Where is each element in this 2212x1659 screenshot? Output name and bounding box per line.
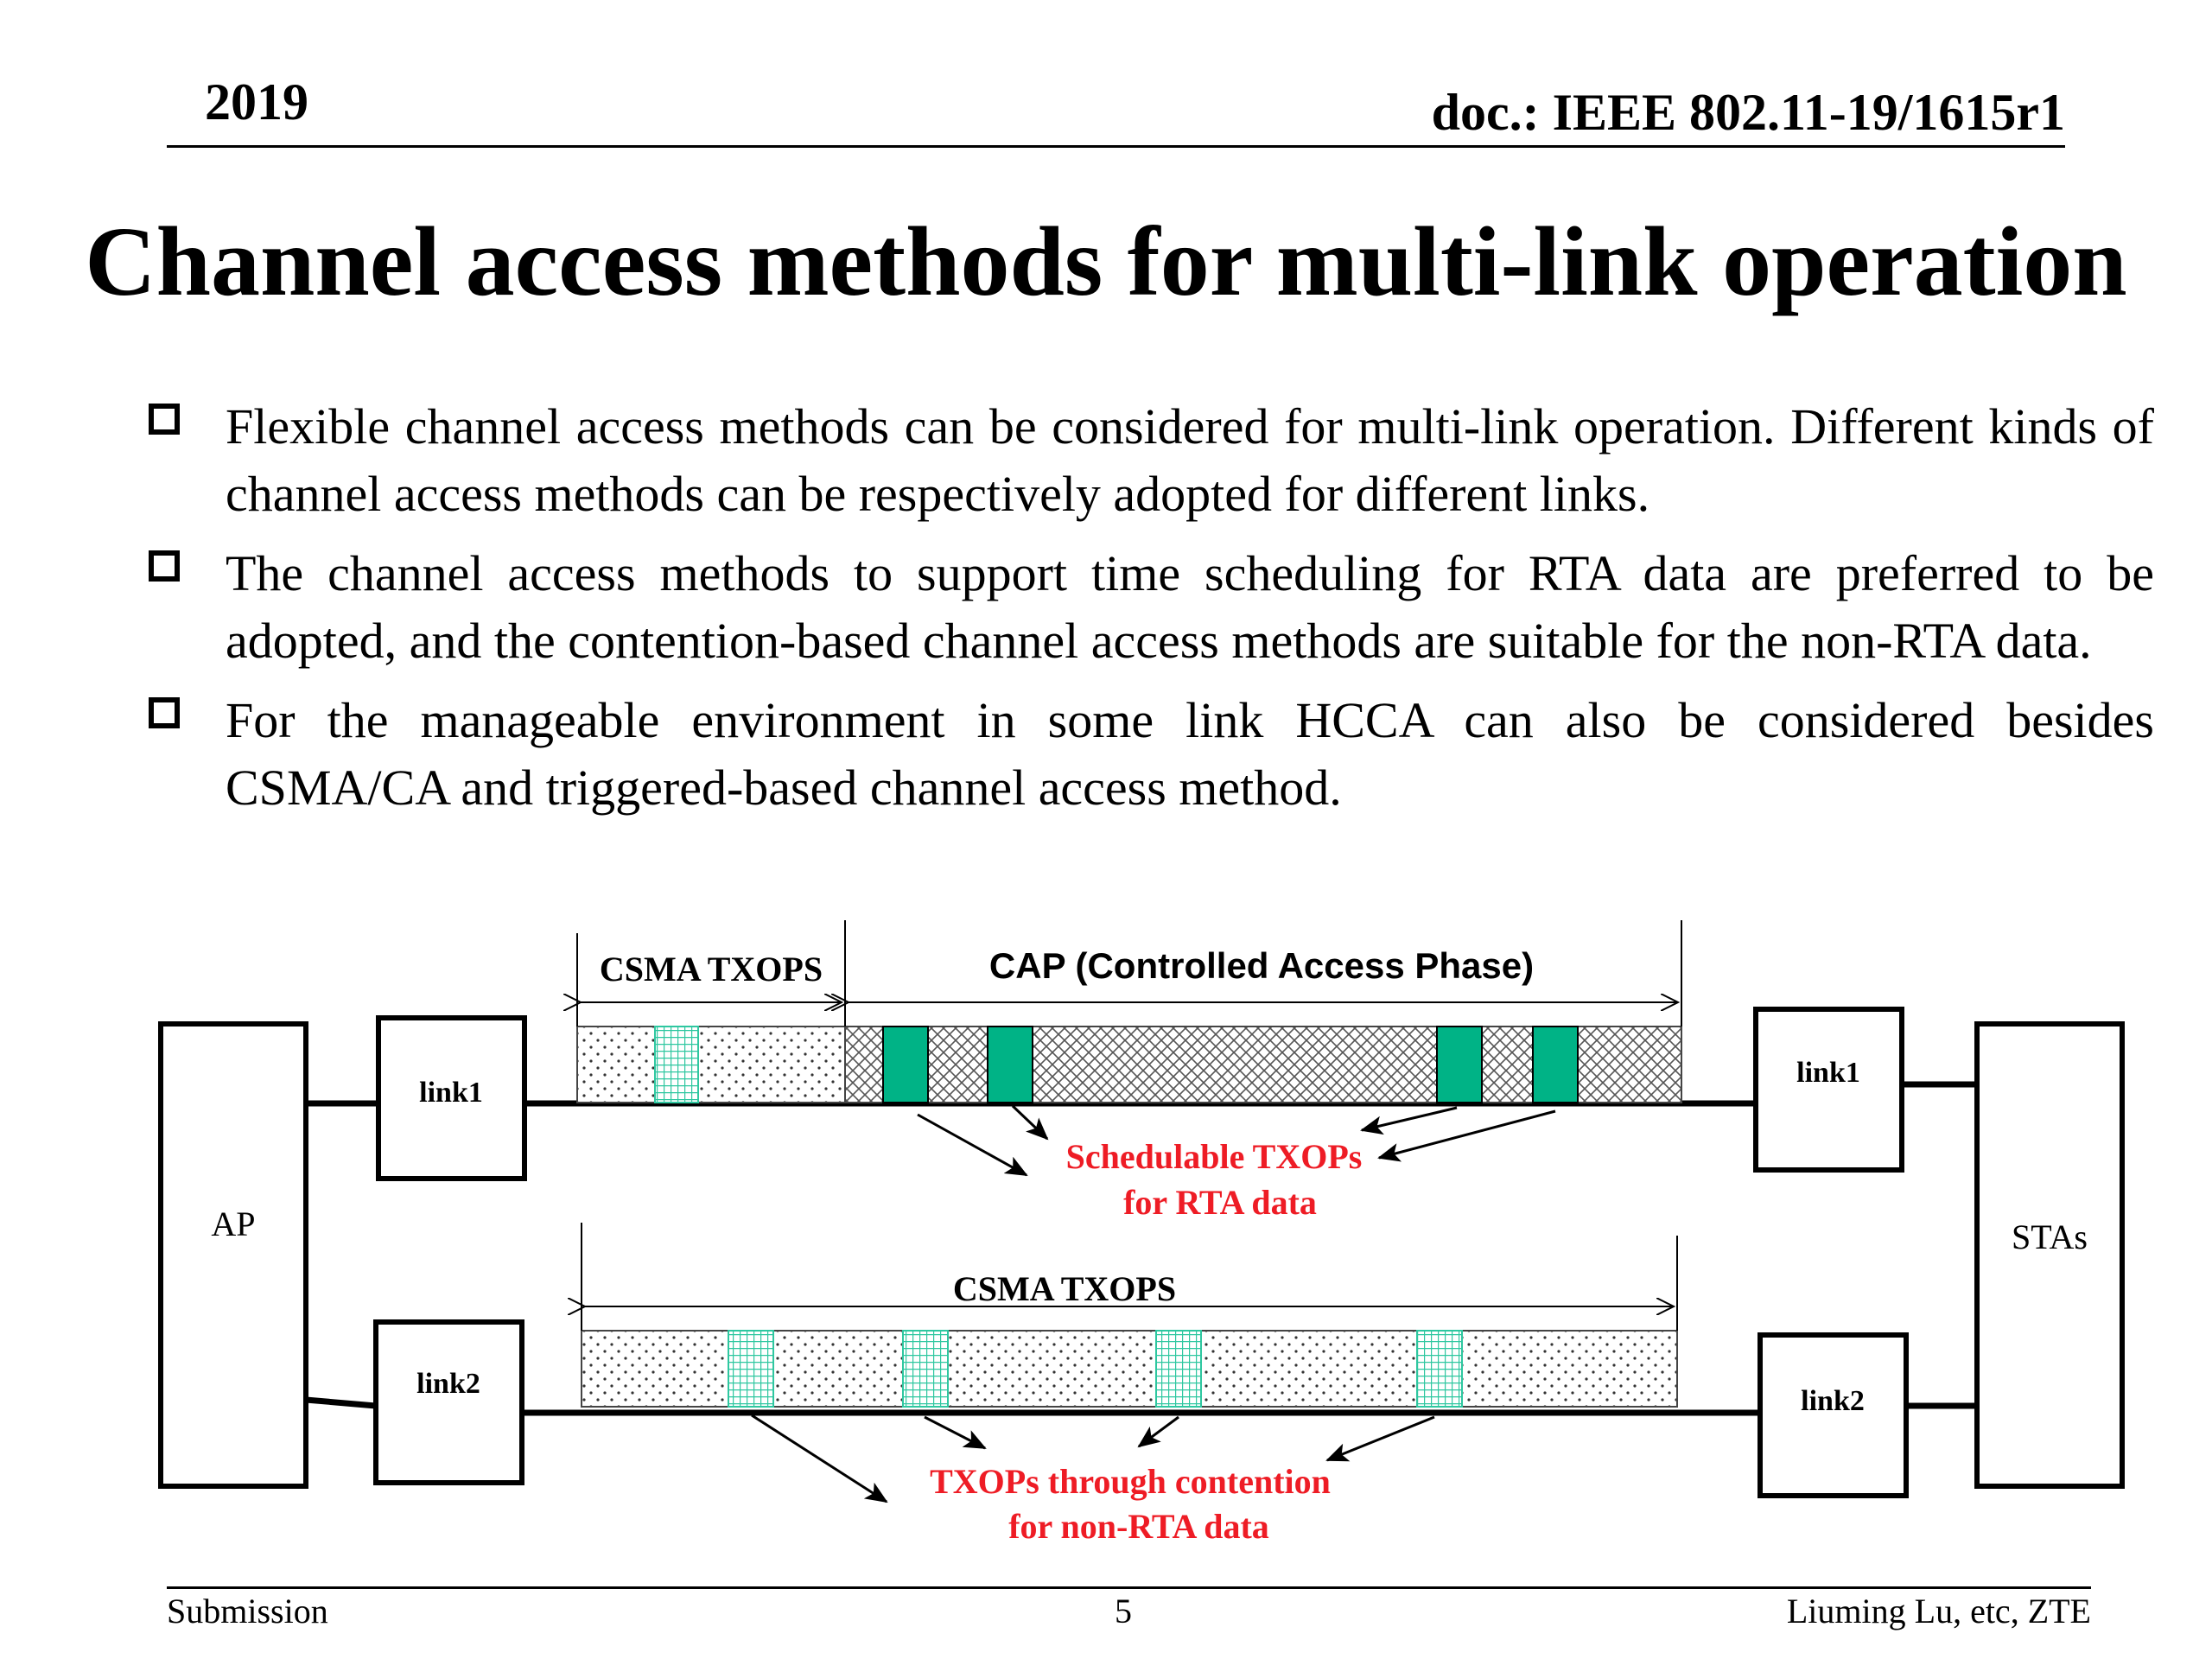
stas-label: STAs [2012,1217,2088,1256]
cap-label: CAP (Controlled Access Phase) [989,945,1534,986]
link2-contention-txop [1416,1330,1463,1408]
contention-label-line2: for non-RTA data [1008,1507,1269,1546]
ap-label: AP [211,1205,255,1243]
link1-left-box [376,1015,527,1181]
square-bullet-icon [149,697,180,728]
link1-scheduled-txop [987,1026,1033,1103]
csma-txops-top-label: CSMA TXOPS [600,950,823,988]
footer-author: Liuming Lu, etc, ZTE [1786,1592,2091,1630]
link2-left-box [373,1319,524,1485]
header-year: 2019 [205,73,308,130]
bullet-list: Flexible channel access methods can be c… [145,393,2154,834]
link2-contention-txop [902,1330,949,1408]
link2-right-label: link2 [1801,1385,1865,1417]
header-doc-id: doc.: IEEE 802.11-19/1615r1 [1431,84,2065,141]
ap-box [158,1021,308,1489]
contention-arrows [751,1414,1435,1503]
footer-page-number: 5 [1115,1592,1132,1630]
link1-right-box [1753,1007,1904,1173]
link1-scheduled-txop [882,1026,929,1103]
link1-contention-txop [654,1026,699,1103]
schedulable-arrows [917,1104,1556,1177]
bullet-text: For the manageable environment in some l… [226,692,2154,816]
schedulable-label-line2: for RTA data [1123,1183,1317,1222]
link2-contention-txop [1155,1330,1202,1408]
bullet-item: The channel access methods to support ti… [145,540,2154,675]
square-bullet-icon [149,550,180,582]
link2-left-label: link2 [416,1368,480,1400]
footer-divider [167,1586,2091,1589]
link1-left-label: link1 [419,1077,483,1109]
stas-box [1974,1021,2125,1489]
link2-brackets [582,1223,1678,1331]
header-divider [167,145,2065,148]
link2-contention-txop [728,1330,774,1408]
contention-label-line1: TXOPs through contention [930,1462,1331,1501]
csma-txops-bottom-label: CSMA TXOPS [953,1269,1176,1308]
link1-csma-segment [576,1026,846,1103]
bullet-text: The channel access methods to support ti… [226,545,2154,669]
link1-brackets [577,920,1682,1027]
bullet-text: Flexible channel access methods can be c… [226,398,2154,522]
slide-title: Channel access methods for multi-link op… [85,207,2127,316]
schedulable-label-line1: Schedulable TXOPs [1066,1137,1363,1176]
link1-right-label: link1 [1796,1057,1860,1089]
link1-scheduled-txop [1532,1026,1579,1103]
footer-submission: Submission [167,1592,328,1630]
square-bullet-icon [149,404,180,435]
bullet-item: For the manageable environment in some l… [145,687,2154,822]
bullet-item: Flexible channel access methods can be c… [145,393,2154,528]
link2-right-box [1758,1332,1909,1498]
link1-scheduled-txop [1436,1026,1483,1103]
